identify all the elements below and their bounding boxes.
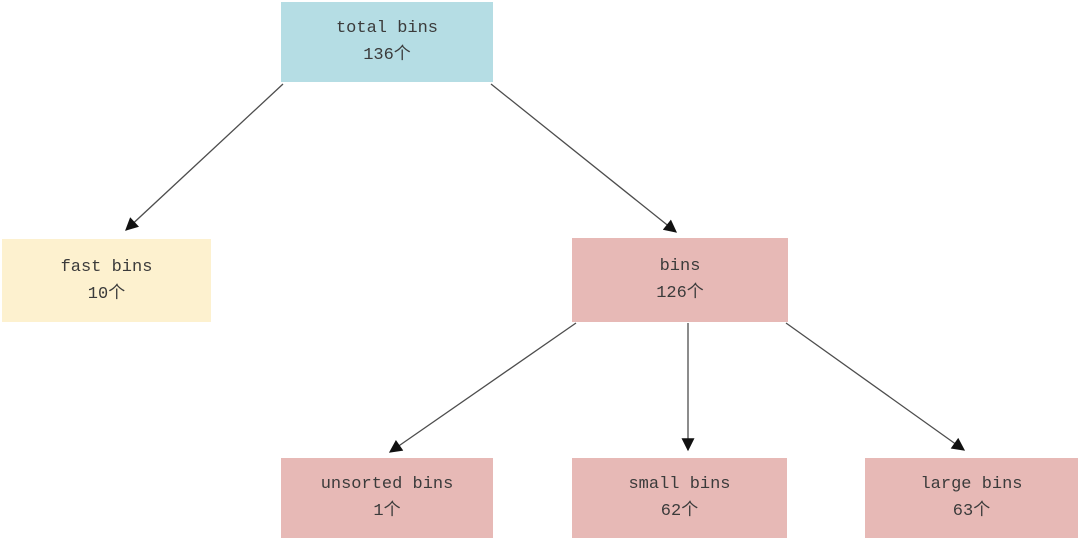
- node-fast-bins-label: fast bins: [60, 257, 153, 277]
- node-small-bins-count: 62个: [660, 502, 699, 521]
- edge-bins-to-large: [785, 322, 966, 451]
- node-large-bins-count: 63个: [952, 502, 991, 521]
- edge-total-to-bins: [490, 83, 678, 233]
- node-total-bins-count: 136个: [363, 46, 411, 65]
- node-bins-count: 126个: [656, 284, 704, 303]
- node-fast-bins: fast bins 10个: [2, 239, 211, 322]
- node-small-bins-label: small bins: [628, 475, 731, 494]
- edge-total-to-fast: [125, 83, 284, 231]
- node-total-bins-label: total bins: [335, 19, 439, 38]
- node-unsorted-bins-label: unsorted bins: [320, 475, 454, 494]
- node-bins: bins 126个: [572, 238, 788, 322]
- node-unsorted-bins: unsorted bins 1个: [281, 458, 493, 538]
- node-small-bins: small bins 62个: [572, 458, 787, 538]
- node-total-bins: total bins 136个: [281, 2, 493, 82]
- node-fast-bins-count: 10个: [87, 284, 126, 304]
- edge-bins-to-unsorted: [388, 322, 577, 453]
- node-large-bins-label: large bins: [920, 475, 1023, 494]
- node-unsorted-bins-count: 1个: [373, 502, 401, 521]
- node-bins-label: bins: [659, 257, 701, 276]
- node-large-bins: large bins 63个: [865, 458, 1078, 538]
